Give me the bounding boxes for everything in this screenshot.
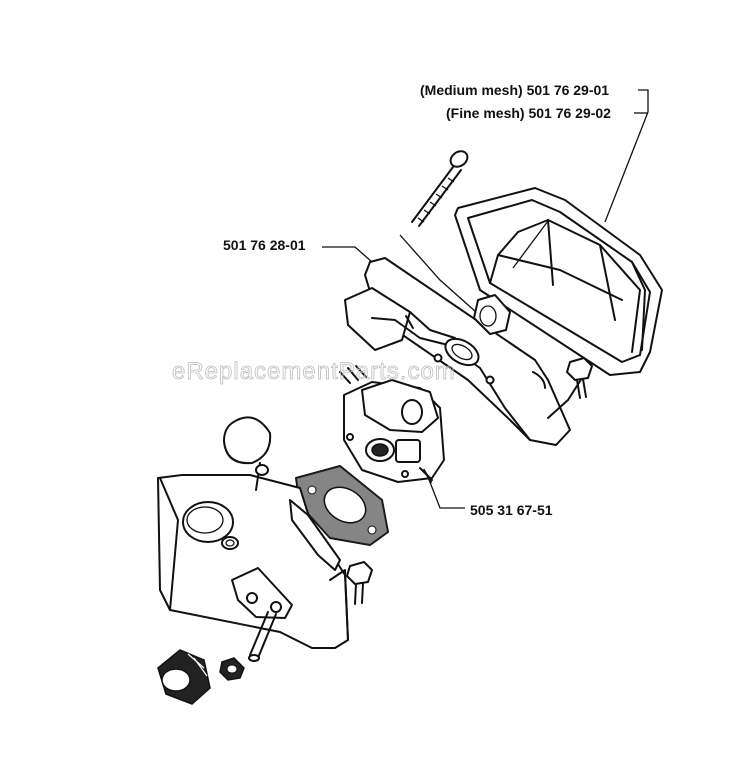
bolt-icon bbox=[566, 357, 593, 399]
leader-lines bbox=[322, 89, 649, 509]
label-bracket: 501 76 28-01 bbox=[223, 237, 306, 253]
nut-icon bbox=[219, 657, 245, 681]
carb-bracket-icon bbox=[344, 257, 583, 446]
label-carburetor: 505 31 67-51 bbox=[470, 502, 553, 518]
long-screw-icon bbox=[399, 150, 477, 313]
knob-icon bbox=[157, 649, 211, 705]
label-filter-fine: (Fine mesh) 501 76 29-02 bbox=[446, 105, 611, 121]
cover-plate-icon bbox=[157, 416, 349, 662]
watermark: eReplacementParts.com bbox=[172, 358, 456, 385]
bolt-icon bbox=[346, 561, 373, 605]
label-filter-medium: (Medium mesh) 501 76 29-01 bbox=[420, 82, 609, 98]
carburetor-icon bbox=[339, 365, 445, 483]
filter-housing-icon bbox=[454, 187, 663, 376]
gasket-icon bbox=[295, 465, 389, 546]
